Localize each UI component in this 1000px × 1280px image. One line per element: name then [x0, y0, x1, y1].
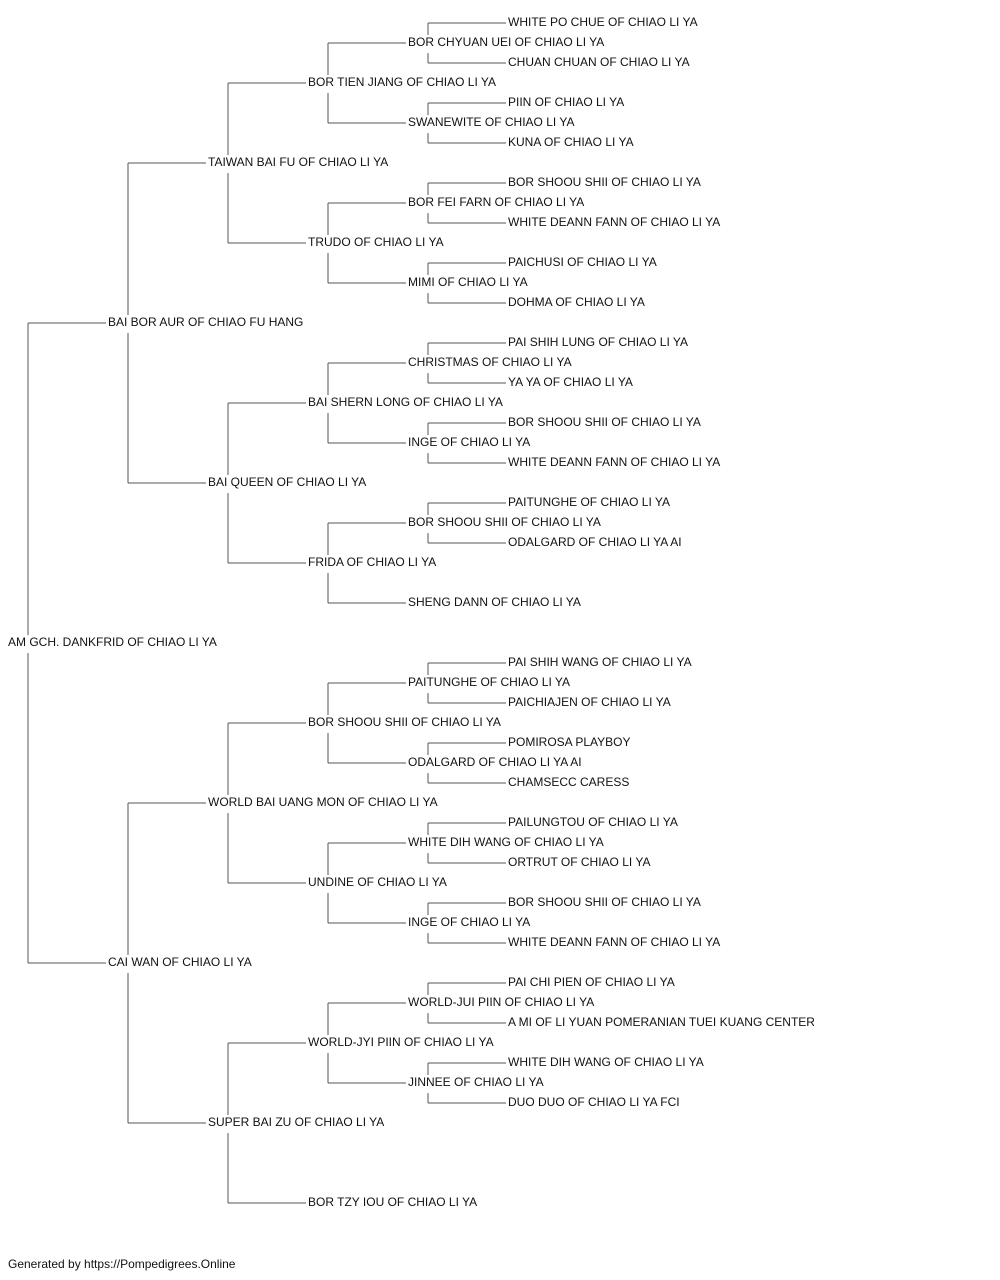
pedigree-node-rootsdd: FRIDA OF CHIAO LI YA	[308, 555, 439, 569]
pedigree-node-root: AM GCH. DANKFRID OF CHIAO LI YA	[8, 635, 219, 649]
pedigree-node-rootssdss: BOR SHOOU SHII OF CHIAO LI YA	[508, 175, 703, 189]
pedigree-node-rootsss: BOR TIEN JIANG OF CHIAO LI YA	[308, 75, 499, 89]
pedigree-node-rootsdsd: INGE OF CHIAO LI YA	[408, 435, 533, 449]
pedigree-node-rootssdds: PAICHUSI OF CHIAO LI YA	[508, 255, 659, 269]
pedigree-node-rootsddss: PAITUNGHE OF CHIAO LI YA	[508, 495, 673, 509]
pedigree-node-rootssss: BOR CHYUAN UEI OF CHIAO LI YA	[408, 35, 607, 49]
generated-by-footer: Generated by https://Pompedigrees.Online	[8, 1257, 236, 1271]
pedigree-node-rootddsds: WHITE DIH WANG OF CHIAO LI YA	[508, 1055, 706, 1069]
pedigree-node-rootdsdsd: ORTRUT OF CHIAO LI YA	[508, 855, 653, 869]
pedigree-node-rootdssds: POMIROSA PLAYBOY	[508, 735, 633, 749]
pedigree-node-rootdssss: PAI SHIH WANG OF CHIAO LI YA	[508, 655, 694, 669]
pedigree-node-rootss: TAIWAN BAI FU OF CHIAO LI YA	[208, 155, 391, 169]
pedigree-node-rootdssd: ODALGARD OF CHIAO LI YA AI	[408, 755, 584, 769]
pedigree-node-rootsd: BAI QUEEN OF CHIAO LI YA	[208, 475, 369, 489]
pedigree-node-rootssdsd: WHITE DEANN FANN OF CHIAO LI YA	[508, 215, 723, 229]
pedigree-node-rootddss: WORLD-JUI PIIN OF CHIAO LI YA	[408, 995, 597, 1009]
pedigree-node-rootdsss: PAITUNGHE OF CHIAO LI YA	[408, 675, 573, 689]
pedigree-node-rootsdsss: PAI SHIH LUNG OF CHIAO LI YA	[508, 335, 691, 349]
pedigree-node-rootsds: BAI SHERN LONG OF CHIAO LI YA	[308, 395, 505, 409]
pedigree-node-rootdsdds: BOR SHOOU SHII OF CHIAO LI YA	[508, 895, 703, 909]
pedigree-node-rootddssd: A MI OF LI YUAN POMERANIAN TUEI KUANG CE…	[508, 1015, 817, 1029]
pedigree-node-rootsssss: WHITE PO CHUE OF CHIAO LI YA	[508, 15, 700, 29]
pedigree-node-rootdssdd: CHAMSECC CARESS	[508, 775, 632, 789]
pedigree-node-rootsddsd: ODALGARD OF CHIAO LI YA AI	[508, 535, 684, 549]
pedigree-node-rootdsd: UNDINE OF CHIAO LI YA	[308, 875, 449, 889]
pedigree-node-rootsdssd: YA YA OF CHIAO LI YA	[508, 375, 635, 389]
pedigree-node-rootdd: SUPER BAI ZU OF CHIAO LI YA	[208, 1115, 387, 1129]
pedigree-node-rootds: WORLD BAI UANG MON OF CHIAO LI YA	[208, 795, 440, 809]
pedigree-node-rootssdd: MIMI OF CHIAO LI YA	[408, 275, 530, 289]
pedigree-node-rootdsssd: PAICHIAJEN OF CHIAO LI YA	[508, 695, 673, 709]
pedigree-node-rootsdsds: BOR SHOOU SHII OF CHIAO LI YA	[508, 415, 703, 429]
pedigree-node-rootsssds: PIIN OF CHIAO LI YA	[508, 95, 627, 109]
pedigree-node-rootdsdd: INGE OF CHIAO LI YA	[408, 915, 533, 929]
pedigree-node-rootdsds: WHITE DIH WANG OF CHIAO LI YA	[408, 835, 606, 849]
pedigree-node-rootssd: TRUDO OF CHIAO LI YA	[308, 235, 446, 249]
pedigree-node-rootssssd: CHUAN CHUAN OF CHIAO LI YA	[508, 55, 692, 69]
pedigree-node-rootdsddd: WHITE DEANN FANN OF CHIAO LI YA	[508, 935, 723, 949]
pedigree-node-rootsdds: BOR SHOOU SHII OF CHIAO LI YA	[408, 515, 603, 529]
pedigree-node-rootsssdd: KUNA OF CHIAO LI YA	[508, 135, 636, 149]
pedigree-node-roots: BAI BOR AUR OF CHIAO FU HANG	[108, 315, 306, 329]
pedigree-node-rootddsd: JINNEE OF CHIAO LI YA	[408, 1075, 546, 1089]
pedigree-node-rootsddd: SHENG DANN OF CHIAO LI YA	[408, 595, 583, 609]
pedigree-node-rootsssd: SWANEWITE OF CHIAO LI YA	[408, 115, 577, 129]
pedigree-node-rootdds: WORLD-JYI PIIN OF CHIAO LI YA	[308, 1035, 496, 1049]
pedigree-node-rootssddd: DOHMA OF CHIAO LI YA	[508, 295, 647, 309]
pedigree-node-rootddsss: PAI CHI PIEN OF CHIAO LI YA	[508, 975, 677, 989]
pedigree-node-rootddsdd: DUO DUO OF CHIAO LI YA FCI	[508, 1095, 682, 1109]
pedigree-node-rootsdsdd: WHITE DEANN FANN OF CHIAO LI YA	[508, 455, 723, 469]
pedigree-node-rootdss: BOR SHOOU SHII OF CHIAO LI YA	[308, 715, 503, 729]
pedigree-node-rootd: CAI WAN OF CHIAO LI YA	[108, 955, 254, 969]
pedigree-node-rootssds: BOR FEI FARN OF CHIAO LI YA	[408, 195, 587, 209]
pedigree-node-rootdsdss: PAILUNGTOU OF CHIAO LI YA	[508, 815, 680, 829]
pedigree-node-rootddd: BOR TZY IOU OF CHIAO LI YA	[308, 1195, 480, 1209]
pedigree-node-rootsdss: CHRISTMAS OF CHIAO LI YA	[408, 355, 574, 369]
